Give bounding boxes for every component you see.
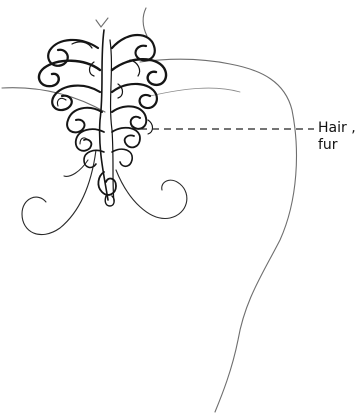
curl-r6-right xyxy=(112,149,132,166)
curl-r3-left xyxy=(52,86,100,110)
callout-label-line1: Hair , xyxy=(318,120,358,137)
callout-label: Hair , fur xyxy=(318,120,358,154)
crest-stroke-left xyxy=(96,18,108,27)
wisp-5 xyxy=(80,138,88,144)
body-outline-right xyxy=(215,110,296,412)
wisp-3 xyxy=(57,98,66,106)
wisp-4 xyxy=(148,120,153,134)
wisp-2 xyxy=(130,60,140,76)
inner-contour xyxy=(150,88,240,96)
curl-r1-right xyxy=(112,35,155,60)
curl-r5-right xyxy=(112,128,140,148)
crest-stroke-right xyxy=(143,8,147,36)
curl-tip xyxy=(105,196,114,206)
hair-curls xyxy=(39,30,166,206)
right-tendril xyxy=(116,170,187,218)
body-outline xyxy=(2,8,296,412)
callout-label-line2: fur xyxy=(318,137,358,154)
curl-r4-right xyxy=(112,106,146,128)
side-curls xyxy=(22,150,187,235)
curl-r3-right xyxy=(112,84,157,108)
